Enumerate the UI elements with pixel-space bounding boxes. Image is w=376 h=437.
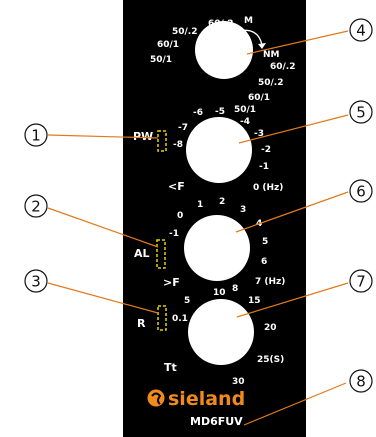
- knob4-scale-3: 15: [248, 296, 261, 306]
- knob1-scale-3: 50/.2: [172, 27, 198, 37]
- knob1-scale-4: 60/.2: [208, 19, 234, 29]
- knob2-bottom-label: <F: [168, 180, 185, 193]
- callout-2: 2: [24, 194, 48, 218]
- knob3-scale-6: 5: [262, 237, 268, 247]
- svg-text:4: 4: [356, 22, 366, 40]
- callout-3: 3: [24, 269, 48, 293]
- led-indicator-1: [157, 130, 167, 152]
- knob4-bottom-label: Tt: [164, 361, 177, 374]
- knob2-scale-1: -7: [178, 123, 188, 133]
- knob1-scale-8: 50/.2: [258, 78, 284, 88]
- knob4-scale-5: 25(S): [257, 355, 284, 365]
- callout-line-2: [47, 207, 159, 248]
- knob1-scale-2: 60/1: [157, 40, 179, 50]
- knob2-scale-8: 0 (Hz): [253, 183, 283, 193]
- knob3-scale-8: 7 (Hz): [255, 277, 285, 287]
- knob1-scale-10: 50/1: [234, 105, 256, 115]
- knob3-scale-1: 0: [177, 211, 183, 221]
- callout-line-3: [47, 282, 159, 314]
- knob2-scale-3: -5: [215, 107, 225, 117]
- brand-logo: sieland: [147, 388, 245, 410]
- knob1-scale-9: 60/1: [248, 93, 270, 103]
- callout-line-5: [238, 114, 349, 144]
- knob2-scale-2: -6: [193, 108, 203, 118]
- led-indicator-2: [156, 239, 166, 269]
- svg-text:1: 1: [31, 127, 41, 145]
- knob4-scale-6: 30: [232, 377, 245, 387]
- svg-text:6: 6: [356, 183, 366, 201]
- knob3-scale-3: 2: [219, 197, 225, 207]
- callout-line-6: [235, 191, 349, 233]
- led-indicator-3: [157, 305, 167, 331]
- knob2-label: PW: [133, 130, 153, 143]
- knob-pw[interactable]: [186, 117, 252, 183]
- knob1-scale-6: NM: [263, 50, 280, 60]
- knob-r[interactable]: [188, 299, 254, 365]
- knob3-label: AL: [134, 247, 150, 260]
- brand-logo-icon: [147, 389, 165, 407]
- knob-al[interactable]: [184, 215, 250, 281]
- knob3-scale-9: 8: [232, 284, 238, 294]
- callout-5: 5: [349, 100, 373, 124]
- knob-mode[interactable]: [195, 21, 253, 79]
- knob3-scale-7: 6: [261, 257, 267, 267]
- svg-text:2: 2: [31, 198, 41, 216]
- callout-line-7: [236, 282, 349, 318]
- knob2-scale-7: -1: [259, 162, 269, 172]
- knob3-led-label: -1: [169, 229, 179, 239]
- knob1-scale-1: 50/1: [150, 55, 172, 65]
- svg-text:3: 3: [31, 273, 41, 291]
- callout-line-1: [47, 134, 159, 139]
- knob3-scale-2: 1: [197, 200, 203, 210]
- svg-text:5: 5: [356, 104, 366, 122]
- knob4-scale-1: 5: [184, 296, 190, 306]
- knob3-scale-4: 3: [240, 205, 246, 215]
- knob2-led-label: -8: [173, 140, 183, 150]
- callout-4: 4: [349, 18, 373, 42]
- brand-logo-swirl-icon: [151, 392, 162, 405]
- knob2-scale-6: -2: [261, 145, 271, 155]
- knob1-scale-5: M: [244, 16, 253, 26]
- knob4-scale-4: 20: [264, 323, 277, 333]
- model-name: MD6FUV: [190, 415, 243, 428]
- callout-7: 7: [349, 269, 373, 293]
- knob1-scale-7: 60/.2: [270, 62, 296, 72]
- callout-line-4: [246, 30, 349, 55]
- knob2-scale-5: -3: [254, 129, 264, 139]
- callout-1: 1: [24, 123, 48, 147]
- rotate-arrow-icon: [237, 29, 263, 46]
- knob2-scale-4: -4: [240, 117, 250, 127]
- callout-6: 6: [349, 179, 373, 203]
- svg-text:7: 7: [356, 273, 366, 291]
- rotate-arrow-head-icon: [258, 43, 266, 49]
- svg-text:8: 8: [356, 373, 366, 391]
- knob4-led-label: 0.1: [172, 314, 188, 324]
- knob3-bottom-label: >F: [163, 276, 180, 289]
- brand-name: sieland: [168, 388, 245, 410]
- callout-8: 8: [349, 369, 373, 393]
- callout-line-8: [243, 382, 347, 426]
- knob4-scale-2: 10: [213, 288, 226, 298]
- knob4-label: R: [137, 317, 146, 330]
